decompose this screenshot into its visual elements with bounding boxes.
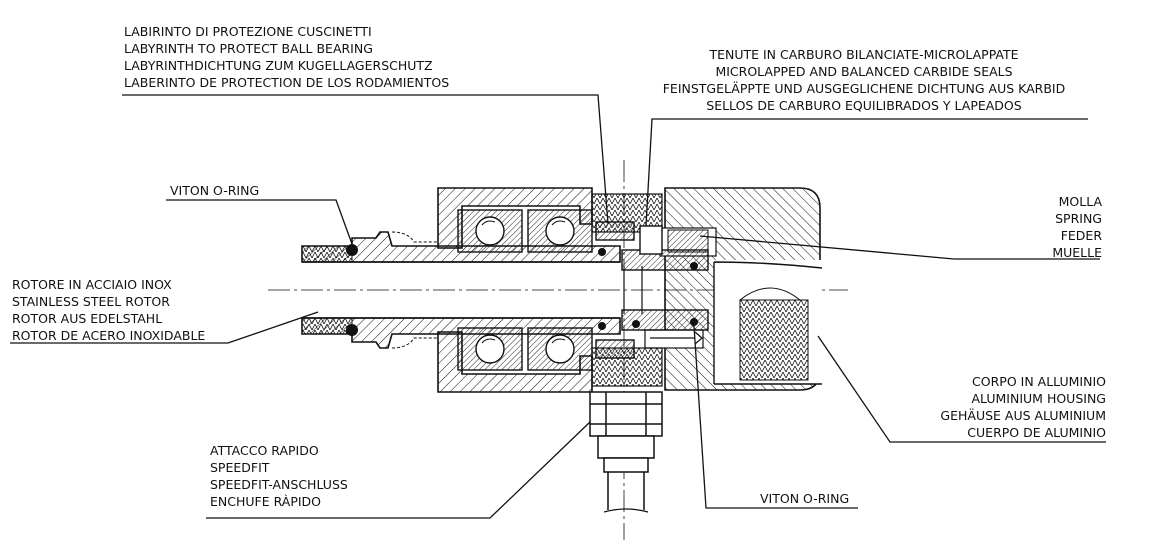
labyrinth-label-en: LABYRINTH TO PROTECT BALL BEARING: [124, 41, 373, 56]
seals-label-it: TENUTE IN CARBURO BILANCIATE-MICROLAPPAT…: [709, 47, 1019, 62]
stainless-steel-rotor: [301, 231, 621, 349]
seals-label-de: FEINSTGELÄPPTE UND AUSGEGLICHENE DICHTUN…: [662, 81, 1066, 96]
housing-label-de: GEHÄUSE AUS ALUMINIUM: [940, 408, 1106, 423]
labyrinth-label-de: LABYRINTHDICHTUNG ZUM KUGELLAGERSCHUTZ: [124, 58, 433, 73]
aluminium-housing: [644, 187, 823, 391]
housing-label-it: CORPO IN ALLUMINIO: [972, 374, 1106, 389]
housing-callout: CORPO IN ALLUMINIO ALUMINIUM HOUSING GEH…: [880, 373, 1106, 441]
housing-label-es: CUERPO DE ALUMINIO: [967, 425, 1106, 440]
viton-oring-top-callout: VITON O-RING: [170, 182, 259, 199]
labyrinth-label-it: LABIRINTO DI PROTEZIONE CUSCINETTI: [124, 24, 372, 39]
speedfit-label-de: SPEEDFIT-ANSCHLUSS: [210, 477, 348, 492]
speedfit-label-it: ATTACCO RAPIDO: [210, 443, 319, 458]
viton-oring-bottom-callout: VITON O-RING: [760, 490, 849, 507]
speedfit-callout: ATTACCO RAPIDO SPEEDFIT SPEEDFIT-ANSCHLU…: [210, 442, 348, 510]
spring-label-it: MOLLA: [1058, 194, 1102, 209]
speedfit-fitting: [589, 391, 663, 513]
ball-bearings: [457, 209, 593, 371]
spring-label-de: FEDER: [1060, 228, 1102, 243]
spring-label-es: MUELLE: [1052, 245, 1102, 260]
rotor-label-it: ROTORE IN ACCIAIO INOX: [12, 277, 172, 292]
seals-label-es: SELLOS DE CARBURO EQUILIBRADOS Y LAPEADO…: [706, 98, 1022, 113]
rotor-label-de: ROTOR AUS EDELSTAHL: [12, 311, 163, 326]
seals-label-en: MICROLAPPED AND BALANCED CARBIDE SEALS: [715, 64, 1013, 79]
leader-lines: [10, 94, 1106, 519]
speedfit-label-es: ENCHUFE RÀPIDO: [210, 494, 322, 509]
viton-oring-top-label: VITON O-RING: [170, 183, 260, 198]
spring-label-en: SPRING: [1055, 211, 1102, 226]
carbide-seals: [595, 221, 709, 359]
rotor-label-en: STAINLESS STEEL ROTOR: [12, 294, 170, 309]
o-rings: [346, 244, 698, 336]
spring-callout: MOLLA SPRING FEDER MUELLE: [1010, 193, 1102, 261]
carbide-seals-callout: TENUTE IN CARBURO BILANCIATE-MICROLAPPAT…: [640, 46, 1088, 114]
rotor-label-es: ROTOR DE ACERO INOXIDABLE: [12, 328, 206, 343]
labyrinth-label-es: LABERINTO DE PROTECTION DE LOS RODAMIENT…: [124, 75, 450, 90]
viton-oring-bottom-label: VITON O-RING: [760, 491, 850, 506]
labyrinth-callout: LABIRINTO DI PROTEZIONE CUSCINETTI LABYR…: [124, 23, 449, 91]
speedfit-label-en: SPEEDFIT: [210, 460, 270, 475]
rotor-callout: ROTORE IN ACCIAIO INOX STAINLESS STEEL R…: [12, 276, 205, 344]
housing-label-en: ALUMINIUM HOUSING: [971, 391, 1106, 406]
